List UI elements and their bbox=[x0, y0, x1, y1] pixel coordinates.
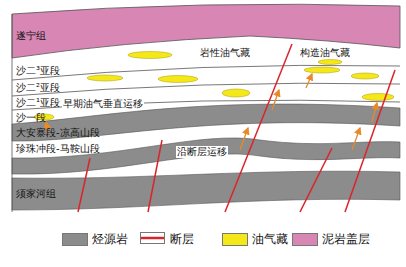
layer-label: 珍珠冲段-马鞍山段 bbox=[16, 143, 100, 155]
legend-line-sample bbox=[140, 232, 166, 245]
reservoir-label: 构造油气藏 bbox=[300, 47, 350, 59]
legend-swatch bbox=[62, 233, 88, 246]
migration-label: 早期油气垂直运移 bbox=[62, 98, 144, 110]
layer-label: 沙二³亚段 bbox=[16, 65, 60, 77]
legend-text: 油气藏 bbox=[252, 232, 288, 246]
layer-label: 须家河组 bbox=[16, 188, 56, 200]
layer-label: 沙二¹亚段 bbox=[16, 97, 60, 109]
legend-swatch bbox=[222, 233, 248, 246]
legend-swatch bbox=[292, 233, 318, 246]
legend-text: 泥岩盖层 bbox=[322, 232, 370, 246]
layer-label: 沙二²亚段 bbox=[16, 82, 60, 94]
layer-label: 大安寨段-凉高山段 bbox=[16, 127, 100, 139]
legend-text: 烃源岩 bbox=[92, 232, 128, 246]
reservoir-label: 岩性油气藏 bbox=[200, 47, 250, 59]
layer-label: 遂宁组 bbox=[16, 30, 46, 42]
migration-label: 沿断层运移 bbox=[176, 146, 228, 158]
legend-text: 断层 bbox=[170, 232, 194, 246]
layer-label: 沙一段 bbox=[16, 112, 46, 124]
